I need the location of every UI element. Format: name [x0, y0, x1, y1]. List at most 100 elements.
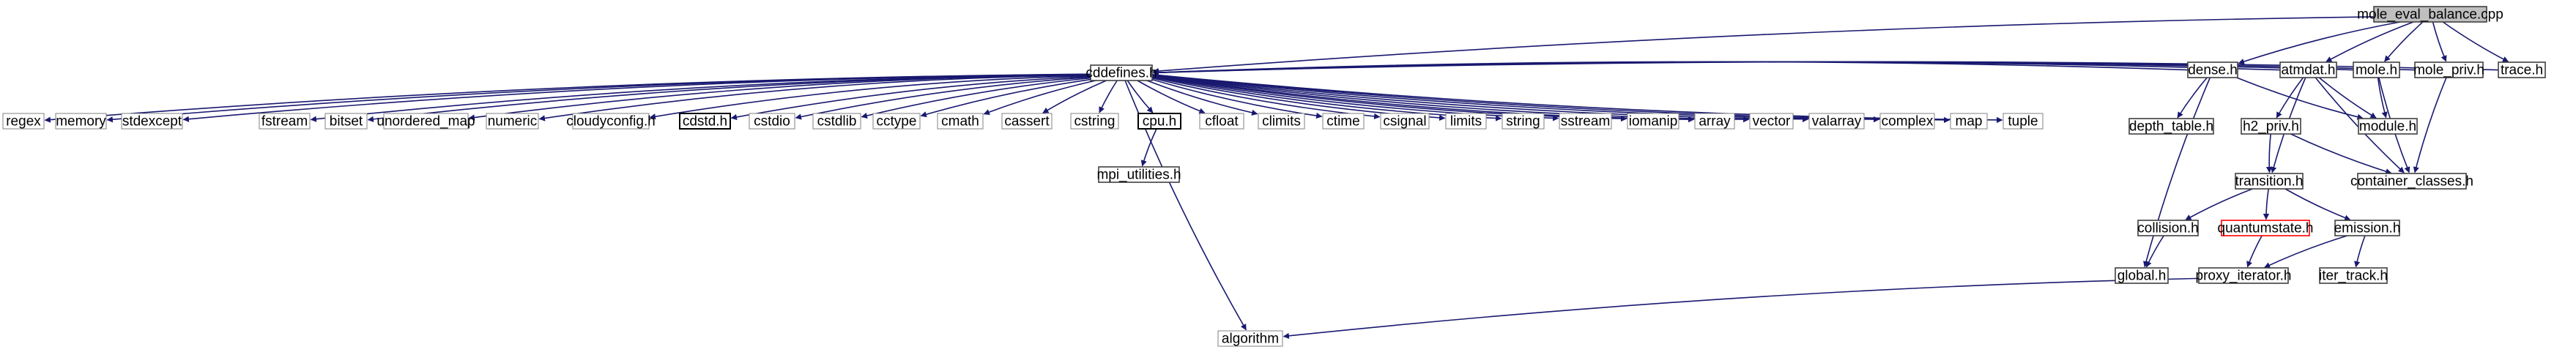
- graph-node-proxy_iterator[interactable]: proxy_iterator.h: [2196, 267, 2292, 284]
- node-box: [679, 113, 731, 130]
- node-box: [872, 113, 921, 130]
- graph-node-atmdat[interactable]: atmdat.h: [2279, 61, 2337, 78]
- node-label: cmath: [941, 114, 979, 130]
- dependency-edge: [2265, 133, 2273, 173]
- graph-node-global[interactable]: global.h: [2115, 267, 2169, 284]
- graph-node-emission[interactable]: emission.h: [2334, 220, 2401, 236]
- node-box: [2279, 61, 2337, 78]
- dependency-edge: [2263, 188, 2270, 220]
- graph-node-dense[interactable]: dense.h: [2187, 61, 2238, 78]
- node-box: [486, 113, 539, 130]
- graph-node-stdexcept[interactable]: stdexcept: [121, 113, 183, 130]
- node-label: tuple: [2008, 114, 2038, 130]
- graph-node-string[interactable]: string: [1502, 113, 1545, 130]
- node-box: [2319, 267, 2388, 284]
- graph-node-transition[interactable]: transition.h: [2235, 173, 2304, 190]
- dependency-edge: [2263, 235, 2347, 269]
- graph-node-cpu[interactable]: cpu.h: [1137, 113, 1181, 130]
- node-label: vector: [1753, 114, 1791, 130]
- graph-node-bitset[interactable]: bitset: [324, 113, 368, 130]
- graph-node-cloudyconfig[interactable]: cloudyconfig.h: [566, 113, 656, 130]
- node-box: [2221, 220, 2310, 236]
- graph-node-regex[interactable]: regex: [2, 113, 45, 130]
- node-box: [1445, 113, 1487, 130]
- graph-node-unordered_map[interactable]: unordered_map: [376, 113, 475, 130]
- graph-node-cstring[interactable]: cstring: [1070, 113, 1119, 130]
- dependency-edge: [2143, 77, 2211, 268]
- node-box: [1070, 113, 1119, 130]
- node-label: quantumstate.h: [2218, 221, 2314, 236]
- node-box: [1502, 113, 1545, 130]
- dependency-edge: [1099, 80, 1118, 113]
- graph-node-tuple[interactable]: tuple: [2002, 113, 2044, 130]
- graph-node-cstdlib[interactable]: cstdlib: [812, 113, 861, 130]
- graph-node-quantumstate[interactable]: quantumstate.h: [2218, 220, 2314, 236]
- node-box: [383, 113, 469, 130]
- graph-node-climits[interactable]: climits: [1258, 113, 1305, 130]
- graph-node-limits[interactable]: limits: [1445, 113, 1487, 130]
- graph-node-iter_track[interactable]: iter_track.h: [2319, 267, 2388, 284]
- node-label: collision.h: [2137, 221, 2198, 236]
- graph-node-mpi_utilities[interactable]: mpi_utilities.h: [1096, 166, 1181, 183]
- node-box: [2358, 118, 2418, 135]
- graph-node-algorithm[interactable]: algorithm: [1217, 330, 1283, 347]
- node-box: [2002, 113, 2044, 130]
- dependency-edge: [2432, 21, 2447, 62]
- graph-node-cmath[interactable]: cmath: [937, 113, 984, 130]
- dependency-edge: [2284, 188, 2351, 221]
- graph-node-csignal[interactable]: csignal: [1380, 113, 1430, 130]
- graph-node-complex[interactable]: complex: [1879, 113, 1935, 130]
- graph-node-trace[interactable]: trace.h: [2498, 61, 2546, 78]
- dependency-edge: [1126, 80, 1154, 113]
- dependency-edge: [2236, 77, 2364, 120]
- node-label: mpi_utilities.h: [1096, 168, 1181, 183]
- node-label: proxy_iterator.h: [2196, 269, 2292, 284]
- dependency-edge: [2318, 77, 2377, 119]
- graph-node-numeric[interactable]: numeric: [486, 113, 539, 130]
- node-label: array: [1699, 114, 1731, 130]
- graph-node-mole_priv[interactable]: mole_priv.h: [2413, 61, 2484, 78]
- node-label: cstdio: [754, 114, 790, 130]
- dependency-edge: [920, 78, 1091, 118]
- graph-node-cctype[interactable]: cctype: [872, 113, 921, 130]
- graph-node-memory[interactable]: memory: [55, 113, 107, 130]
- graph-node-map[interactable]: map: [1950, 113, 1988, 130]
- node-label: mole_eval_balance.cpp: [2357, 7, 2503, 23]
- graph-node-container_classes[interactable]: container_classes.h: [2350, 173, 2473, 190]
- node-label: cloudyconfig.h: [566, 114, 655, 130]
- dependency-edge: [730, 75, 1091, 121]
- graph-node-mole[interactable]: mole.h: [2353, 61, 2400, 78]
- graph-node-valarray[interactable]: valarray: [1808, 113, 1865, 130]
- graph-node-array[interactable]: array: [1694, 113, 1735, 130]
- graph-node-depth_table[interactable]: depth_table.h: [2128, 118, 2214, 135]
- graph-node-cassert[interactable]: cassert: [1001, 113, 1053, 130]
- graph-node-cstdio[interactable]: cstdio: [749, 113, 795, 130]
- dependency-edge: [983, 80, 1096, 116]
- graph-node-cfloat[interactable]: cfloat: [1199, 113, 1244, 130]
- dependency-edge: [1042, 80, 1107, 114]
- node-box: [749, 113, 795, 130]
- graph-node-collision[interactable]: collision.h: [2137, 220, 2199, 236]
- graph-node-cdstd[interactable]: cdstd.h: [679, 113, 731, 130]
- graph-node-root[interactable]: mole_eval_balance.cpp: [2357, 6, 2503, 23]
- graph-node-sstream[interactable]: sstream: [1559, 113, 1612, 130]
- node-box: [324, 113, 368, 130]
- graph-node-h2_priv[interactable]: h2_priv.h: [2241, 118, 2301, 135]
- graph-node-fstream[interactable]: fstream: [259, 113, 311, 130]
- node-box: [259, 113, 311, 130]
- graph-node-vector[interactable]: vector: [1749, 113, 1794, 130]
- node-label: algorithm: [1222, 332, 1279, 347]
- node-label: h2_priv.h: [2243, 119, 2299, 135]
- node-label: iter_track.h: [2319, 269, 2388, 284]
- graph-node-iomanip[interactable]: iomanip: [1627, 113, 1679, 130]
- node-label: stdexcept: [122, 114, 182, 130]
- dependency-edge: [1151, 75, 1559, 122]
- dependency-edge: [1283, 277, 2200, 339]
- node-box: [1950, 113, 1988, 130]
- node-label: trace.h: [2501, 63, 2543, 78]
- node-box: [1322, 113, 1365, 130]
- graph-node-cddefines[interactable]: cddefines.h: [1085, 64, 1157, 81]
- node-label: cfloat: [1205, 114, 1239, 130]
- graph-node-ctime[interactable]: ctime: [1322, 113, 1365, 130]
- graph-node-module[interactable]: module.h: [2358, 118, 2418, 135]
